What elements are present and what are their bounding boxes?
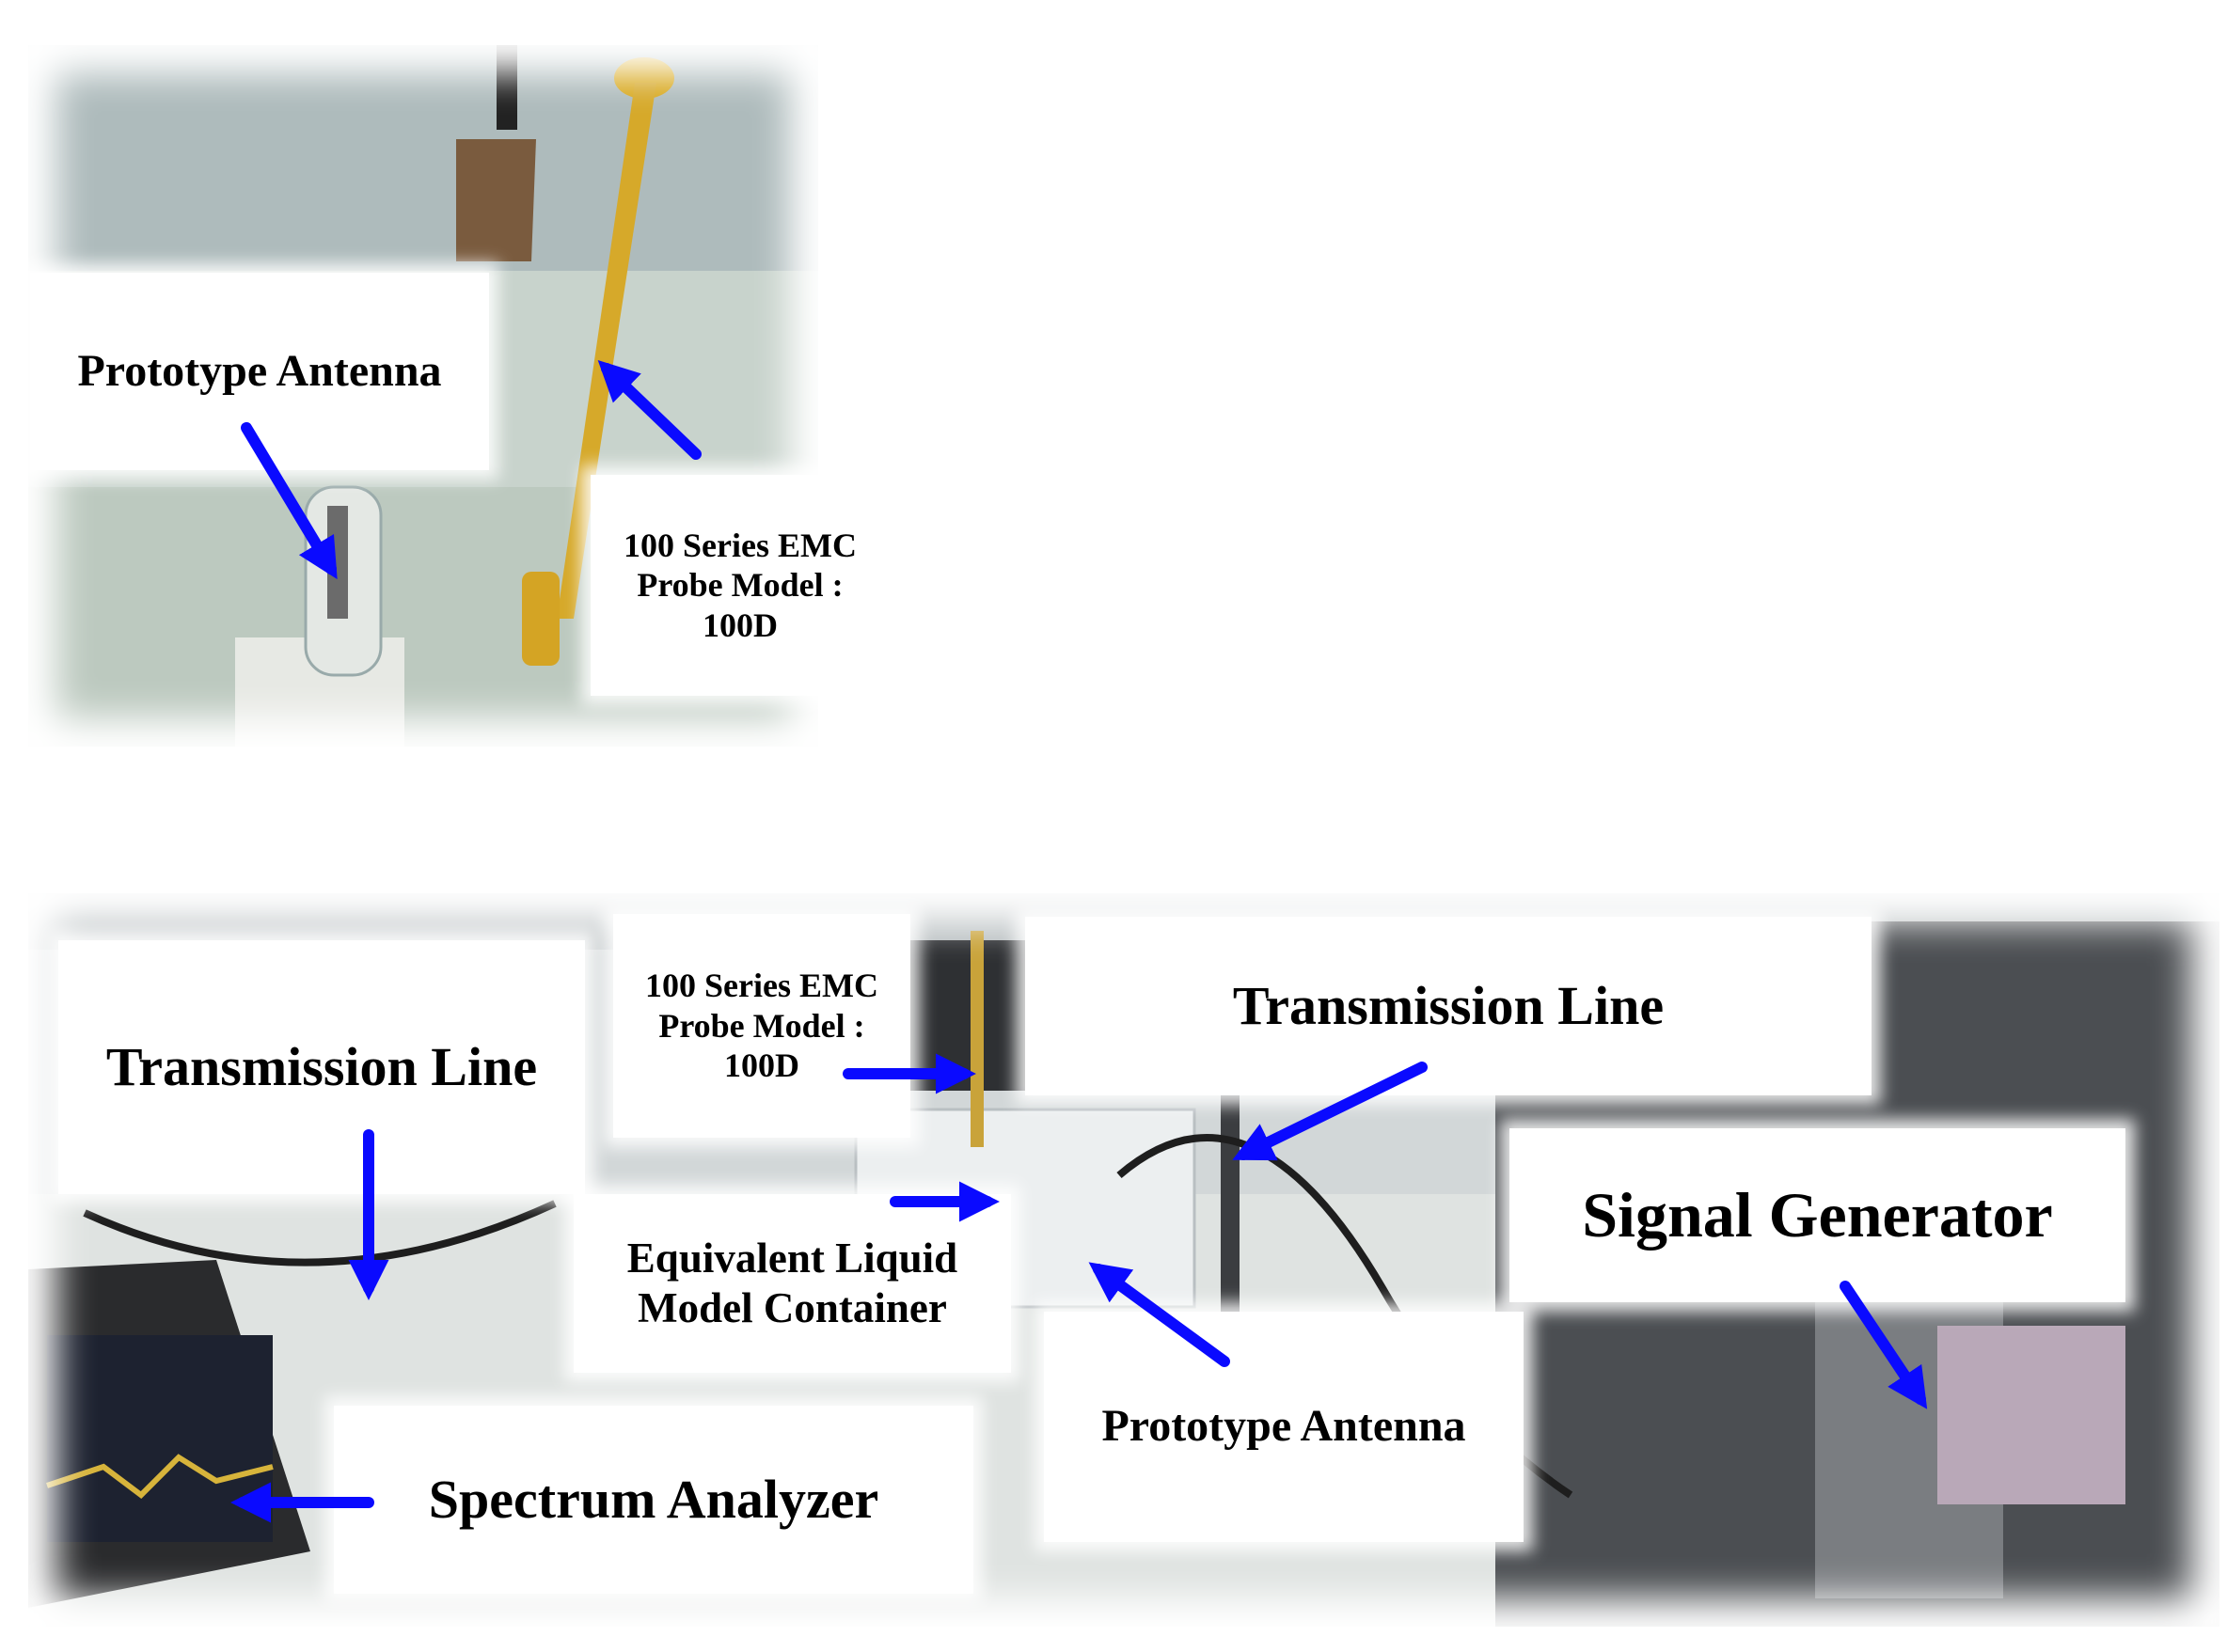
prototype-antenna-label: Prototype Antenna (1044, 1312, 1524, 1542)
liquid-container-label: Equivalent Liquid Model Container (574, 1194, 1011, 1373)
bottom-probe-label: 100 Series EMC Probe Model : 100D (613, 914, 910, 1138)
signal-generator-label: Signal Generator (1509, 1128, 2125, 1302)
transmission-line-left-label: Transmission Line (58, 940, 585, 1194)
transmission-line-right-label: Transmission Line (1025, 917, 1872, 1095)
top-prototype-antenna-label: Prototype Antenna (30, 273, 489, 470)
spectrum-analyzer-label: Spectrum Analyzer (334, 1406, 973, 1594)
top-probe-label: 100 Series EMC Probe Model : 100D (591, 475, 890, 696)
